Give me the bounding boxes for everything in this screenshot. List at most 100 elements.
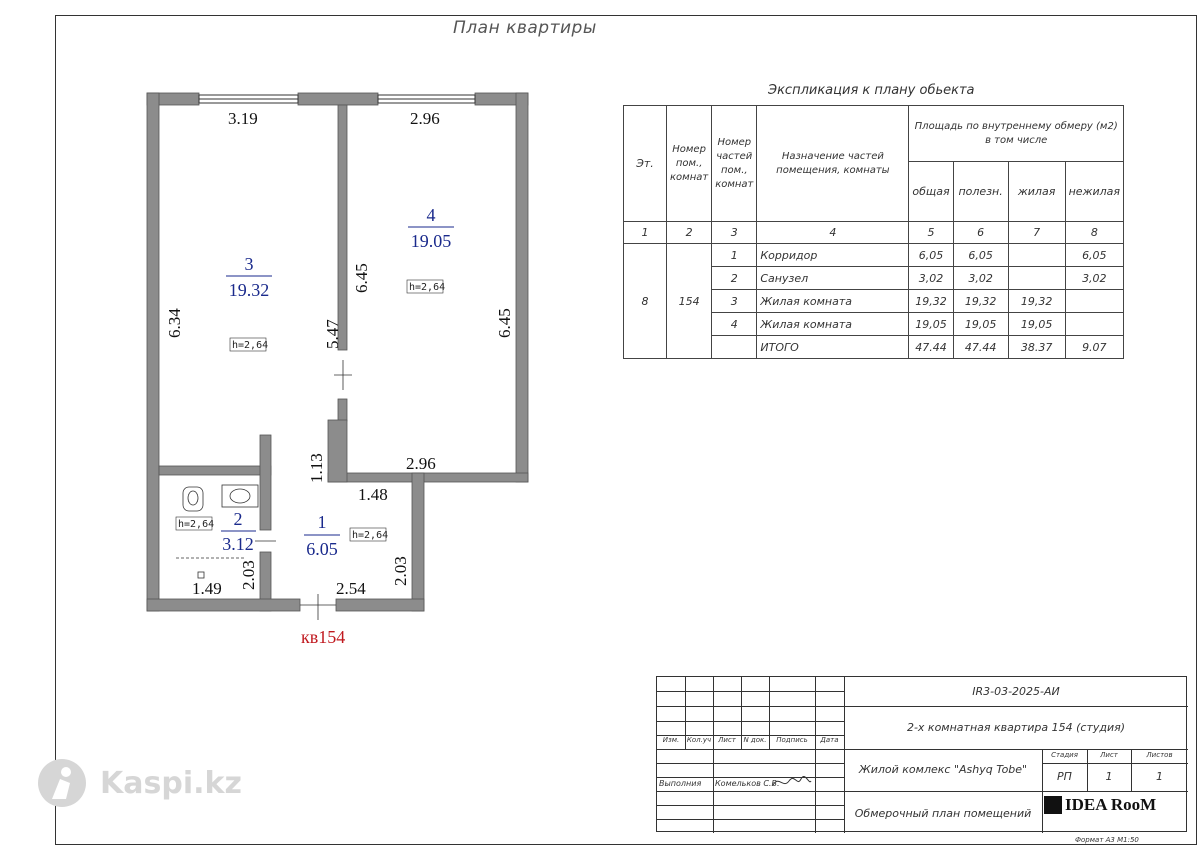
stamp-header-signature: Подпись bbox=[776, 736, 808, 744]
dim-corridor-right: 2.03 bbox=[391, 556, 410, 586]
cell-name: Корридор bbox=[756, 243, 910, 267]
room-4-area: 19.05 bbox=[411, 231, 452, 251]
cell-total-label: ИТОГО bbox=[756, 335, 910, 359]
cell-part: 2 bbox=[711, 266, 758, 290]
room-2-height: h=2,64 bbox=[178, 519, 214, 530]
title-block: Изм. Кол.уч Лист N док. Подпись Дата Вып… bbox=[656, 676, 1188, 833]
stamp-sheet-header: Лист bbox=[1100, 751, 1118, 759]
stamp-header-change: Изм. bbox=[662, 736, 680, 744]
room-1-area: 6.05 bbox=[306, 539, 338, 559]
cell-total: 47.44 bbox=[908, 335, 954, 359]
stamp-sheet: 1 bbox=[1105, 770, 1113, 783]
header-area-group: Площадь по внутреннему обмеру (м2) в том… bbox=[908, 105, 1125, 162]
stamp-header-count: Кол.уч bbox=[686, 736, 712, 744]
dim-bath-bottom: 1.49 bbox=[192, 579, 222, 598]
cell-name: Жилая комната bbox=[756, 289, 910, 313]
wall-left bbox=[146, 92, 160, 612]
stamp-header-date: Дата bbox=[820, 736, 839, 744]
wall-bath-right bbox=[259, 434, 272, 531]
room-2-area: 3.12 bbox=[222, 534, 254, 554]
room-3-area: 19.32 bbox=[229, 280, 270, 300]
drawing-frame bbox=[55, 15, 1197, 845]
cell-living: 38.37 bbox=[1007, 335, 1066, 359]
wall-top-middle bbox=[297, 92, 379, 106]
dim-corridor-bottom: 2.54 bbox=[336, 579, 366, 598]
format-note: Формат А3 М1:50 bbox=[1075, 836, 1139, 844]
cell-nonliving: 6,05 bbox=[1064, 243, 1125, 267]
dim-corridor-left: 1.13 bbox=[307, 453, 326, 483]
stamp-code: IR3-03-2025-АИ bbox=[972, 685, 1060, 698]
cell-nonliving: 3,02 bbox=[1064, 266, 1125, 290]
cell-useful: 6,05 bbox=[952, 243, 1009, 267]
header-floor: Эт. bbox=[623, 105, 667, 222]
kaspi-text: Kaspi.kz bbox=[100, 765, 242, 801]
col-number: 6 bbox=[952, 221, 1009, 244]
cell-useful: 47.44 bbox=[952, 335, 1009, 359]
stamp-stage: РП bbox=[1057, 770, 1072, 783]
dim-room4-bottom: 2.96 bbox=[406, 454, 436, 473]
explication-title: Экспликация к плану обьекта bbox=[768, 83, 975, 98]
col-number: 5 bbox=[908, 221, 954, 244]
cell-nonliving bbox=[1064, 312, 1125, 336]
cell-living bbox=[1007, 243, 1066, 267]
cell-nonliving: 9.07 bbox=[1064, 335, 1125, 359]
table-row: 8 154 1 Корридор 6,05 6,05 6,05 bbox=[623, 243, 1125, 359]
company-logo-icon bbox=[1044, 796, 1062, 814]
table-row: 3 Жилая комната 19,32 19,32 19,32 bbox=[624, 289, 1125, 313]
cell-floor: 8 bbox=[623, 243, 667, 359]
dim-room4-top: 2.96 bbox=[410, 109, 440, 128]
wall-corridor-right bbox=[411, 472, 425, 612]
stamp-stage-header: Стадия bbox=[1051, 751, 1078, 759]
room-1-height: h=2,64 bbox=[352, 530, 388, 541]
wall-right-room4 bbox=[515, 92, 529, 483]
signature-icon bbox=[772, 776, 812, 786]
toilet-icon bbox=[182, 486, 204, 512]
header-room-no: Номер пом., комнат bbox=[665, 105, 713, 222]
apartment-label: кв154 bbox=[301, 627, 345, 647]
table-row: 2 Санузел 3,02 3,02 3,02 bbox=[624, 266, 1125, 290]
dim-room3-top: 3.19 bbox=[228, 109, 258, 128]
stamp-description: 2-х комнатная квартира 154 (студия) bbox=[906, 721, 1126, 734]
room-4-number: 4 bbox=[427, 205, 436, 225]
dim-room4-right: 6.45 bbox=[495, 308, 514, 338]
kaspi-logo-icon bbox=[38, 759, 86, 807]
header-part-no: Номер частей пом., комнат bbox=[711, 105, 758, 222]
room-4-height: h=2,64 bbox=[409, 282, 445, 293]
stamp-header-sheet: Лист bbox=[718, 736, 736, 744]
cell-total: 19,05 bbox=[908, 312, 954, 336]
floor-drain-icon bbox=[197, 571, 205, 579]
header-living: жилая bbox=[1007, 161, 1066, 222]
cell-room: 154 bbox=[665, 243, 713, 359]
wall-room4-bottom bbox=[327, 472, 529, 483]
col-number: 2 bbox=[665, 221, 713, 244]
explication-table: Эт. Номер пом., комнат Номер частей пом.… bbox=[623, 105, 1125, 359]
kaspi-watermark: Kaspi.kz bbox=[36, 757, 242, 809]
cell-nonliving bbox=[1064, 289, 1125, 313]
company-logo: IDEA RooM bbox=[1044, 795, 1156, 815]
col-number: 1 bbox=[623, 221, 667, 244]
stamp-header-doc: N док. bbox=[743, 736, 767, 744]
cell-living: 19,32 bbox=[1007, 289, 1066, 313]
room-3-height: h=2,64 bbox=[232, 340, 268, 351]
cell-living bbox=[1007, 266, 1066, 290]
table-total-row: ИТОГО 47.44 47.44 38.37 9.07 bbox=[624, 335, 1125, 359]
wall-partition bbox=[337, 104, 348, 351]
room-3-number: 3 bbox=[245, 254, 254, 274]
wall-bottom-left bbox=[146, 598, 301, 612]
cell-useful: 19,32 bbox=[952, 289, 1009, 313]
cell-part: 4 bbox=[711, 312, 758, 336]
cell-living: 19,05 bbox=[1007, 312, 1066, 336]
wall-partition-lower bbox=[337, 398, 348, 422]
dim-bath-right: 2.03 bbox=[239, 560, 258, 590]
dim-corridor-top: 1.48 bbox=[358, 485, 388, 504]
stamp-drawing-name: Обмерочный план помещений bbox=[854, 807, 1032, 820]
wall-bottom-right bbox=[335, 598, 425, 612]
cell-total: 19,32 bbox=[908, 289, 954, 313]
stamp-sheets-header: Листов bbox=[1146, 751, 1173, 759]
cell-name: Жилая комната bbox=[756, 312, 910, 336]
header-nonliving: нежилая bbox=[1064, 161, 1125, 222]
col-number: 4 bbox=[756, 221, 910, 244]
stamp-performer: Комельков С.В. bbox=[715, 779, 780, 788]
col-number: 7 bbox=[1007, 221, 1066, 244]
header-total: общая bbox=[908, 161, 954, 222]
